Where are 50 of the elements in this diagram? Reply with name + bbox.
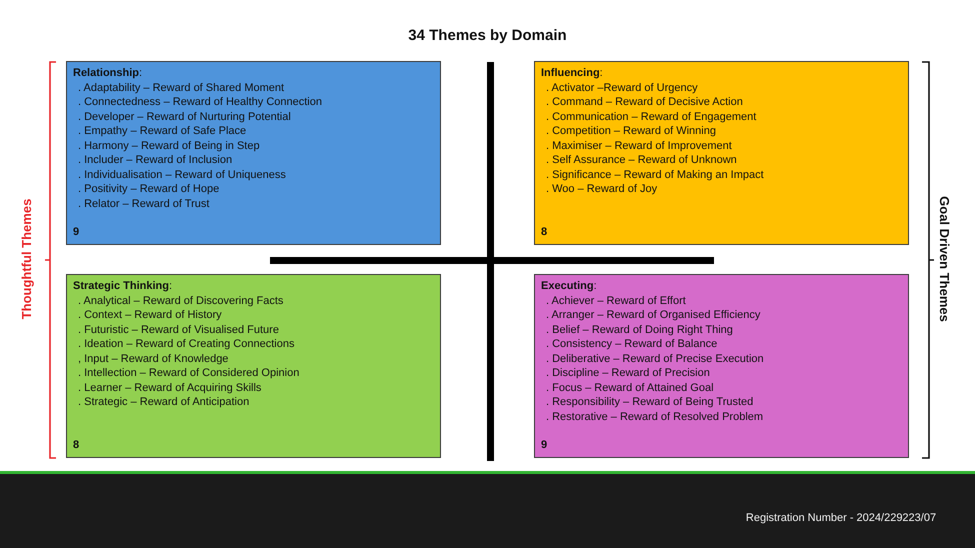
side-label: Thoughtful Themes — [19, 198, 35, 320]
registration-text: Registration Number - 2024/229223/07 — [746, 511, 936, 525]
theme-item: . Empathy – Reward of Safe Place — [78, 124, 246, 138]
theme-item: . Developer – Reward of Nurturing Potential — [78, 110, 291, 124]
theme-item: . Futuristic – Reward of Visualised Future — [78, 322, 279, 337]
theme-item: . Command – Reward of Decisive Action — [546, 95, 743, 110]
domain-box — [66, 274, 441, 458]
theme-item: . Learner – Reward of Acquiring Skills — [78, 380, 262, 395]
domain-heading: Executing: — [541, 279, 597, 294]
side-label: Goal Driven Themes — [936, 196, 952, 322]
theme-item: . Maximiser – Reward of Improvement — [546, 138, 732, 153]
theme-item: . Context – Reward of History — [78, 308, 222, 322]
theme-item: . Consistency – Reward of Balance — [546, 337, 718, 352]
theme-count: 9 — [73, 225, 80, 239]
theme-item: . Strategic – Reward of Anticipation — [78, 395, 250, 410]
theme-item: . Connectedness – Reward of Healthy Connection — [78, 95, 322, 110]
theme-item: . Responsibility – Reward of Being Trusted — [546, 395, 754, 410]
domain-heading: Influencing: — [541, 66, 603, 80]
domain-box — [534, 274, 909, 458]
theme-item: . Adaptability – Reward of Shared Moment — [78, 80, 284, 95]
theme-item: . Includer – Reward of Inclusion — [78, 153, 232, 168]
theme-count: 8 — [541, 225, 548, 239]
theme-item: . Activator –Reward of Urgency — [546, 80, 698, 95]
theme-item: . Woo – Reward of Joy — [546, 182, 658, 196]
theme-item: . Harmony – Reward of Being in Step — [78, 138, 260, 153]
title: 34 Themes by Domain — [408, 27, 567, 45]
domain-box — [534, 61, 909, 245]
theme-item: . Relator – Reward of Trust — [78, 196, 210, 211]
theme-item: . Arranger – Reward of Organised Efficiency — [546, 308, 760, 322]
theme-item: . Focus – Reward of Attained Goal — [546, 380, 714, 395]
domain-heading: Relationship: — [73, 66, 142, 80]
theme-item: . Self Assurance – Reward of Unknown — [546, 153, 737, 168]
theme-count: 8 — [73, 438, 80, 452]
theme-count: 9 — [541, 438, 548, 452]
theme-item: . Communication – Reward of Engagement — [546, 110, 756, 124]
theme-item: . Competition – Reward of Winning — [546, 124, 716, 138]
theme-item: . Belief – Reward of Doing Right Thing — [546, 322, 733, 337]
theme-item: . Analytical – Reward of Discovering Facts — [78, 294, 284, 308]
theme-item: . Discipline – Reward of Precision — [546, 366, 710, 380]
theme-item: . Significance – Reward of Making an Impact — [546, 168, 764, 182]
theme-item: . Individualisation – Reward of Uniqueness — [78, 168, 286, 182]
domain-box — [66, 61, 441, 245]
theme-item: . Intellection – Reward of Considered Opinion — [78, 366, 300, 380]
theme-item: . Ideation – Reward of Creating Connections — [78, 337, 294, 352]
domain-heading: Strategic Thinking: — [73, 279, 172, 294]
theme-item: . Achiever – Reward of Effort — [546, 294, 686, 308]
theme-item: . Restorative – Reward of Resolved Problem — [546, 410, 764, 424]
theme-item: . Deliberative – Reward of Precise Execution — [546, 352, 764, 366]
theme-item: , Input – Reward of Knowledge — [78, 352, 228, 366]
theme-item: . Positivity – Reward of Hope — [78, 182, 220, 196]
